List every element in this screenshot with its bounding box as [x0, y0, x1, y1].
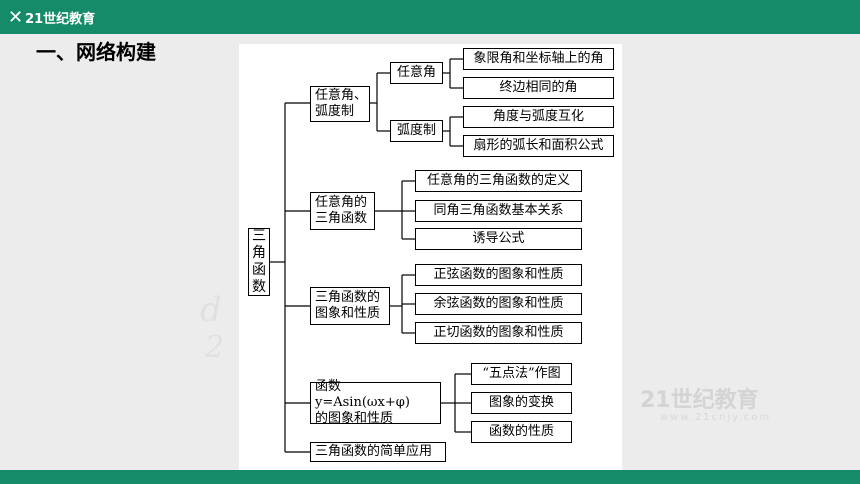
node-l2-radian: 弧度制	[390, 120, 443, 142]
leaf-five-point: “五点法”作图	[471, 363, 572, 385]
leaf-tangent-graph: 正切函数的图象和性质	[415, 322, 582, 344]
leaf-function-properties: 函数的性质	[471, 421, 572, 443]
watermark-logo: 21世纪教育	[640, 388, 759, 413]
watermark-url: www.21cnjy.com	[660, 412, 772, 423]
decorative-letter-d: d	[200, 290, 222, 330]
leaf-basic-relations: 同角三角函数基本关系	[415, 200, 582, 222]
node-l1-asin: 函数 y=Asin(ωx+φ) 的图象和性质	[310, 379, 441, 426]
node-l1-angle-radian: 任意角、 弧度制	[310, 86, 370, 122]
top-banner: ✕ 21世纪教育	[0, 0, 860, 34]
leaf-cosine-graph: 余弦函数的图象和性质	[415, 293, 582, 315]
runner-icon: ✕	[8, 6, 24, 28]
decorative-digit-2: 2	[205, 330, 225, 365]
leaf-sector-formula: 扇形的弧长和面积公式	[463, 135, 614, 157]
leaf-quadrant-angle: 象限角和坐标轴上的角	[463, 48, 614, 70]
leaf-sine-graph: 正弦函数的图象和性质	[415, 264, 582, 286]
logo-text: 21世纪教育	[25, 11, 96, 27]
leaf-degree-radian: 角度与弧度互化	[463, 106, 614, 128]
leaf-reduction-formula: 诱导公式	[415, 228, 582, 250]
leaf-graph-transform: 图象的变换	[471, 392, 572, 414]
bottom-banner	[0, 470, 860, 484]
node-root: 三角函数	[248, 228, 270, 296]
leaf-coterminal-angle: 终边相同的角	[463, 77, 614, 99]
page-title: 一、网络构建	[36, 40, 156, 64]
node-l1-graph-properties: 三角函数的 图象和性质	[310, 287, 390, 325]
node-l1-trig-functions: 任意角的 三角函数	[310, 192, 375, 230]
site-logo: ✕ 21世纪教育	[8, 2, 95, 32]
leaf-trig-definition: 任意角的三角函数的定义	[415, 170, 582, 192]
node-l2-any-angle: 任意角	[390, 62, 443, 84]
node-l1-applications: 三角函数的简单应用	[310, 442, 446, 462]
